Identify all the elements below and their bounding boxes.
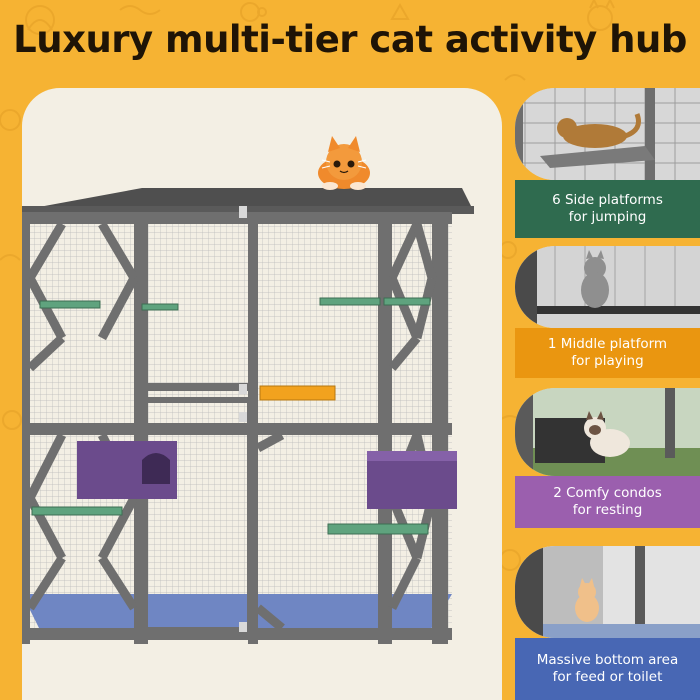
feature-photo bbox=[515, 246, 700, 328]
catio-illustration bbox=[22, 136, 474, 644]
side-platform bbox=[383, 297, 431, 306]
product-panel bbox=[22, 88, 502, 700]
side-platform bbox=[39, 300, 101, 309]
headline: Luxury multi-tier cat activity hub bbox=[13, 18, 687, 61]
middle-platform bbox=[259, 385, 336, 401]
cat-on-roof bbox=[318, 136, 370, 190]
side-platform bbox=[31, 506, 123, 516]
side-platform bbox=[141, 303, 179, 311]
feature-photo bbox=[515, 388, 700, 476]
side-platform bbox=[327, 523, 429, 535]
feature-photo bbox=[515, 88, 700, 180]
side-platform bbox=[319, 297, 381, 306]
feature-photo bbox=[515, 546, 700, 638]
door bbox=[137, 397, 253, 633]
